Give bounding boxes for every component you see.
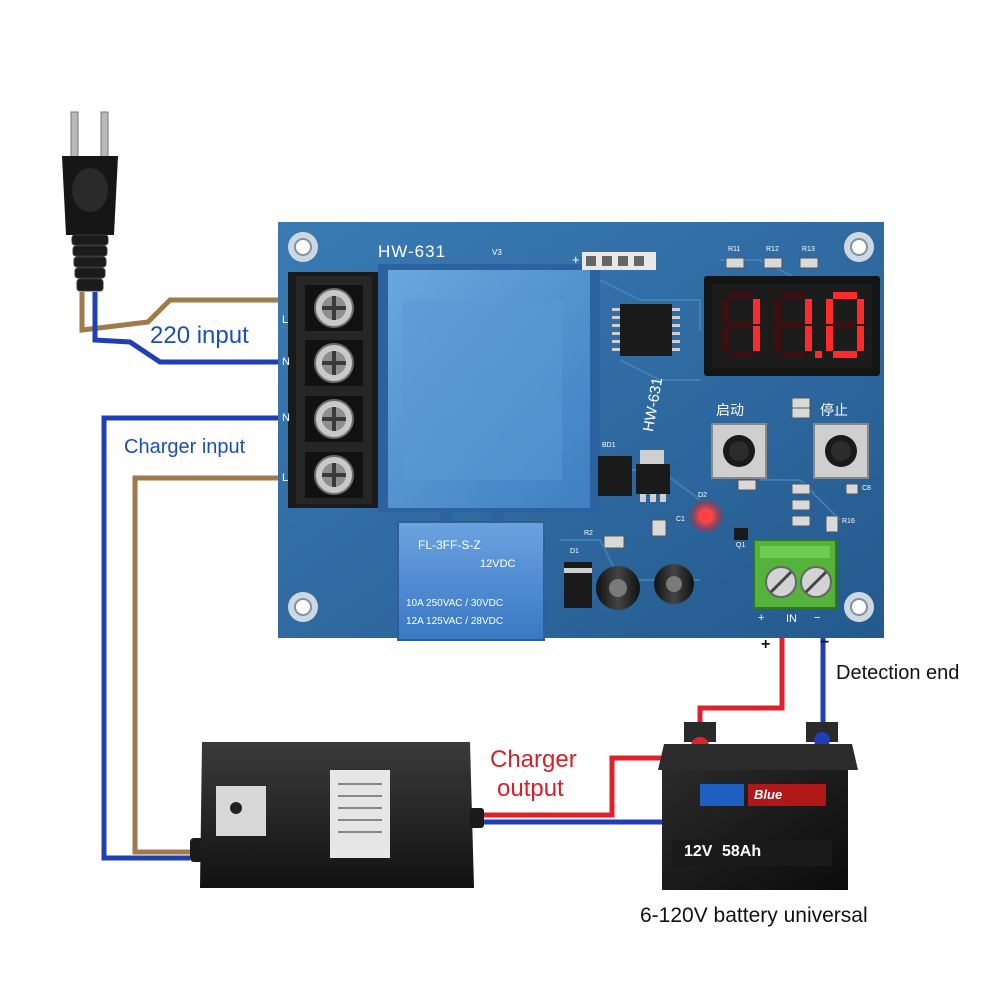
charger-input-label: Charger input	[124, 436, 246, 458]
segment-3-c	[857, 326, 864, 351]
board-version-label: V3	[492, 248, 502, 257]
silk-r13: R13	[802, 246, 815, 253]
segment-1-g	[729, 321, 753, 329]
relay	[397, 521, 545, 641]
start-push-button	[711, 423, 767, 479]
screw-terminal-block	[288, 272, 378, 508]
detection-end-label: Detection end	[836, 662, 960, 684]
terminal-mark-4: L	[282, 472, 289, 484]
battery-voltage-label: 12V	[684, 843, 713, 860]
bridge-rectifier	[598, 456, 632, 496]
plug-grip	[72, 168, 108, 212]
detection-terminal	[753, 539, 837, 609]
detection-in-silk: IN	[786, 613, 797, 625]
detection-plus-silk: +	[758, 612, 765, 624]
stop-button-label: 停止	[820, 403, 848, 419]
start-button-label: 启动	[716, 403, 744, 419]
segment-3-b	[857, 299, 864, 324]
silk-r11: R11	[728, 246, 741, 253]
segment-2-b	[805, 299, 812, 324]
battery-brand-label: Blue	[754, 787, 783, 802]
silk-r2: R2	[584, 530, 593, 537]
terminal-mark-2: N	[282, 356, 290, 368]
microcontroller-chip	[612, 304, 680, 356]
silk-d1: D1	[570, 548, 579, 555]
segment-2-g	[781, 321, 805, 329]
segment-1-f	[722, 299, 729, 324]
relay-coil-label: 12VDC	[480, 558, 516, 570]
terminal-mark-1: L	[282, 314, 289, 326]
board-plus-silk: +	[572, 252, 580, 267]
mounting-holes	[288, 232, 874, 622]
plug-blue-wire	[92, 292, 282, 365]
segment-2-d	[781, 351, 805, 358]
detection-minus-silk: −	[814, 612, 821, 624]
transformer	[378, 264, 600, 526]
segment-3-f	[826, 299, 833, 324]
detection-plus-mark: +	[761, 636, 771, 653]
segment-2-dp	[815, 351, 822, 358]
header-pins	[582, 252, 656, 270]
silk-bd1: BD1	[602, 442, 616, 449]
silk-r12: R12	[766, 246, 779, 253]
segment-2-a	[781, 292, 805, 299]
silk-r16: R16	[842, 518, 855, 525]
display-digits	[722, 292, 864, 358]
terminal-screw-2	[305, 340, 363, 386]
silk-q1: Q1	[736, 542, 746, 549]
indicator-led	[688, 498, 724, 534]
silk-c8: C8	[862, 485, 871, 492]
plug-brown-wire	[79, 292, 282, 333]
segment-1-c	[753, 326, 760, 351]
battery-capacity-label: 58Ah	[722, 843, 762, 860]
charger-output-label-line1: Charger	[490, 746, 577, 773]
hw631-board	[278, 222, 884, 641]
battery-caption: 6-120V battery universal	[640, 904, 868, 927]
segment-1-b	[753, 299, 760, 324]
segment-3-e	[826, 326, 833, 351]
segment-2-f	[774, 299, 781, 324]
terminal-mark-3: N	[282, 412, 290, 424]
plug-prong-left	[70, 111, 79, 159]
charger-adapter	[190, 742, 484, 888]
relay-rating-2: 12A 125VAC / 28VDC	[406, 616, 504, 627]
stop-push-button	[813, 423, 869, 479]
electrolytic-capacitors	[596, 564, 694, 610]
car-battery	[658, 722, 858, 890]
plug-prong-right	[100, 111, 109, 159]
voltage-regulator	[636, 450, 670, 502]
segment-3-a	[833, 292, 857, 299]
silk-c1: C1	[676, 516, 685, 523]
plug-strain-relief	[71, 234, 109, 292]
terminal-screw-1	[305, 285, 363, 331]
segment-3-g	[833, 321, 857, 329]
seven-segment-display	[704, 276, 880, 376]
terminal-screw-4	[305, 452, 363, 498]
relay-rating-1: 10A 250VAC / 30VDC	[406, 598, 504, 609]
smd-components	[603, 257, 859, 549]
transistor-q1	[734, 528, 748, 540]
charger-output-label-line2: output	[497, 775, 564, 802]
power-plug	[62, 111, 118, 292]
segment-3-d	[833, 351, 857, 358]
board-model-label: HW-631	[378, 242, 447, 261]
relay-model-label: FL-3FF-S-Z	[418, 538, 481, 552]
battery-top	[658, 744, 858, 770]
segment-1-d	[729, 351, 753, 358]
charger-input-blue-wire	[101, 415, 282, 861]
silk-d2: D2	[698, 492, 707, 499]
segment-1-a	[729, 292, 753, 299]
segment-1-e	[722, 326, 729, 351]
terminal-screw-3	[305, 396, 363, 442]
segment-2-e	[774, 326, 781, 351]
segment-2-c	[805, 326, 812, 351]
charger-input-brown-wire	[132, 475, 282, 855]
power-input-label: 220 input	[150, 322, 249, 349]
diode-d1	[564, 562, 592, 608]
detection-minus-mark: −	[820, 634, 830, 651]
